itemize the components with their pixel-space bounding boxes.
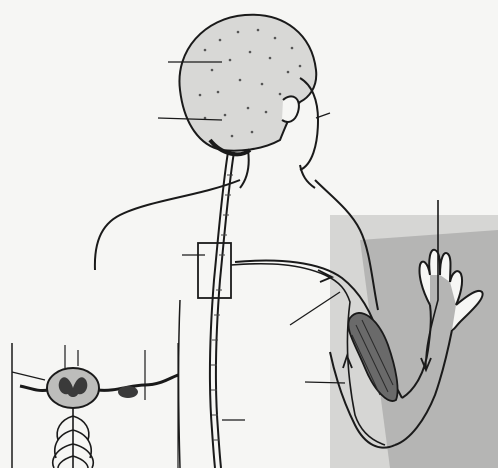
ganglion-right (118, 386, 138, 398)
back-contour (179, 300, 181, 468)
ribcage (53, 408, 93, 468)
nerve-root-left (20, 386, 48, 391)
spinal-cross-section-inset (12, 343, 178, 468)
vertebra-ticks (211, 175, 233, 440)
nerve-root-right (98, 375, 178, 390)
ear (282, 96, 299, 122)
head-hair (179, 15, 316, 151)
